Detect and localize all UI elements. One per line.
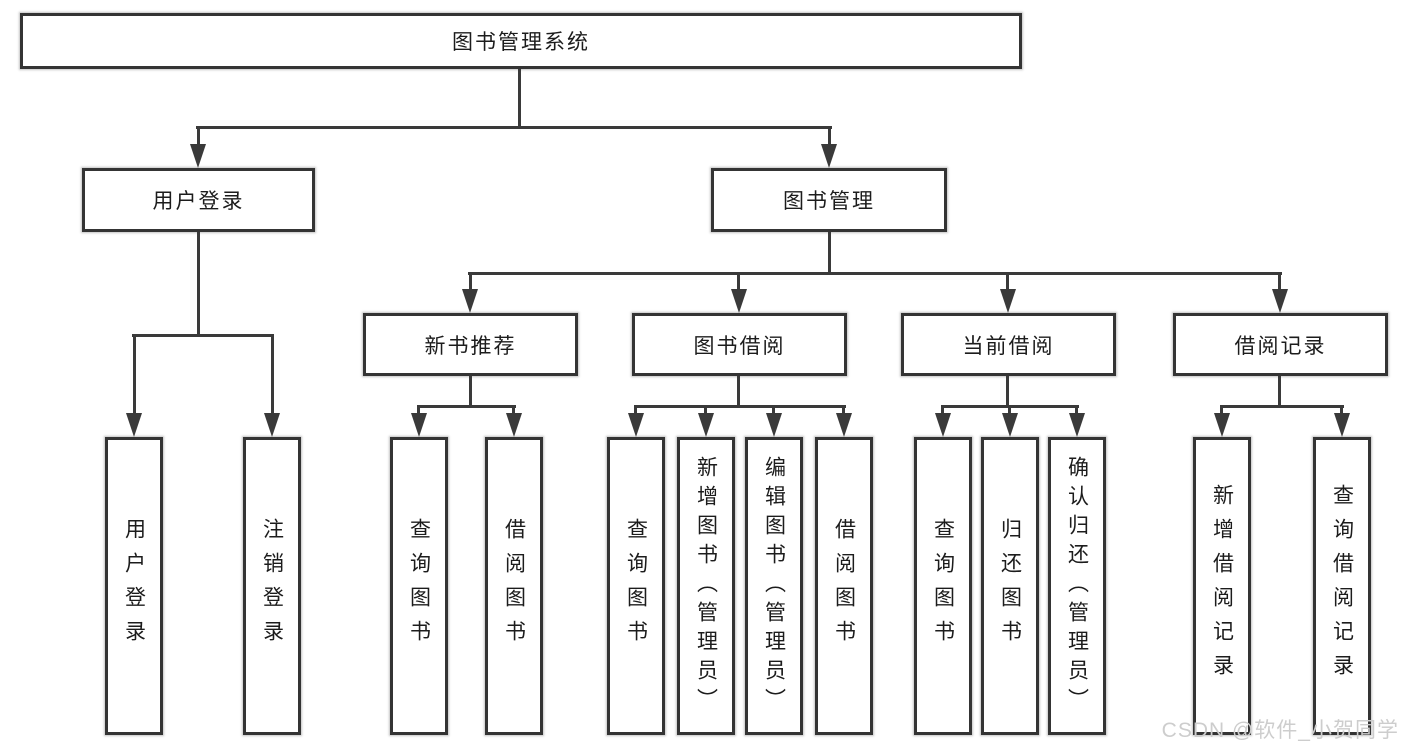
connector-drop-borrow-records — [1278, 272, 1281, 289]
arrowhead-query-borrow-record — [1334, 413, 1350, 437]
node-return-book: 归还图书 — [981, 437, 1039, 735]
connector-drop-book-management — [828, 126, 831, 144]
node-root-label: 图书管理系统 — [452, 31, 590, 54]
connector-drop-borrow-books-2 — [842, 405, 845, 413]
node-add-book-admin-label: 新增图书（管理员） — [694, 455, 718, 717]
connector-drop-query-books-3 — [941, 405, 944, 413]
node-new-book-recommend-label: 新书推荐 — [424, 334, 517, 358]
node-root: 图书管理系统 — [20, 13, 1022, 69]
arrowhead-borrow-books-1 — [506, 413, 522, 437]
connector-drop-query-books-2 — [634, 405, 637, 413]
connector-drop-login-leaf — [133, 334, 136, 413]
node-query-books-2: 查询图书 — [607, 437, 665, 735]
node-edit-book-admin-label: 编辑图书（管理员） — [762, 455, 786, 717]
connector-drop-add-borrow-record — [1220, 405, 1223, 413]
node-user-login: 用户登录 — [82, 168, 315, 232]
connector-drop-current-borrow — [1006, 272, 1009, 289]
node-borrow-books-2-label: 借阅图书 — [832, 518, 856, 654]
connector-user-login-stub — [197, 232, 200, 334]
connector-book-management-stub — [828, 232, 831, 272]
node-current-borrow-label: 当前借阅 — [962, 334, 1055, 358]
connector-drop-add-book — [704, 405, 707, 413]
connector-drop-new-book — [469, 272, 472, 289]
node-query-books-2-label: 查询图书 — [624, 518, 648, 654]
connector-drop-edit-book — [772, 405, 775, 413]
node-return-book-label: 归还图书 — [998, 518, 1022, 654]
arrowhead-current-borrow — [1000, 289, 1016, 313]
connector-book-borrow-stub — [737, 376, 740, 405]
node-borrow-books-2: 借阅图书 — [815, 437, 873, 735]
arrowhead-book-borrow — [731, 289, 747, 313]
arrowhead-add-book — [698, 413, 714, 437]
arrowhead-query-books-2 — [628, 413, 644, 437]
connector-root-stub — [518, 69, 521, 126]
node-user-login-label: 用户登录 — [152, 190, 245, 213]
node-borrow-books-1-label: 借阅图书 — [502, 518, 526, 654]
connector-drop-confirm-return — [1075, 405, 1078, 413]
node-borrow-books-1: 借阅图书 — [485, 437, 543, 735]
arrowhead-add-borrow-record — [1214, 413, 1230, 437]
node-add-borrow-record-label: 新增借阅记录 — [1210, 484, 1234, 688]
arrowhead-query-books-1 — [411, 413, 427, 437]
node-borrow-records: 借阅记录 — [1173, 313, 1388, 376]
arrowhead-return-book — [1002, 413, 1018, 437]
node-book-borrow: 图书借阅 — [632, 313, 847, 376]
node-confirm-return-admin-label: 确认归还（管理员） — [1065, 455, 1089, 717]
connector-root-bus — [196, 126, 832, 129]
arrowhead-book-management — [821, 144, 837, 168]
node-query-borrow-record-label: 查询借阅记录 — [1330, 484, 1354, 688]
node-query-books-1: 查询图书 — [390, 437, 448, 735]
node-logout-leaf: 注销登录 — [243, 437, 301, 735]
node-logout-leaf-label: 注销登录 — [260, 518, 284, 654]
node-book-management: 图书管理 — [711, 168, 947, 232]
connector-drop-return-book — [1008, 405, 1011, 413]
node-confirm-return-admin: 确认归还（管理员） — [1048, 437, 1106, 735]
node-edit-book-admin: 编辑图书（管理员） — [745, 437, 803, 735]
connector-borrow-records-stub — [1278, 376, 1281, 405]
node-book-borrow-label: 图书借阅 — [693, 334, 786, 358]
connector-drop-book-borrow — [737, 272, 740, 289]
node-user-login-leaf-label: 用户登录 — [122, 518, 146, 654]
connector-book-borrow-bus — [634, 405, 846, 408]
connector-drop-borrow-books-1 — [512, 405, 515, 413]
node-book-management-label: 图书管理 — [783, 190, 875, 213]
node-new-book-recommend: 新书推荐 — [363, 313, 578, 376]
node-borrow-records-label: 借阅记录 — [1234, 334, 1327, 358]
connector-drop-user-login — [197, 126, 200, 144]
csdn-watermark: CSDN @软件_小贺同学 — [1161, 719, 1399, 742]
connector-user-login-bus — [132, 334, 274, 337]
node-add-book-admin: 新增图书（管理员） — [677, 437, 735, 735]
arrowhead-login-leaf — [126, 413, 142, 437]
arrowhead-query-books-3 — [935, 413, 951, 437]
connector-book-management-bus — [468, 272, 1282, 275]
arrowhead-borrow-records — [1272, 289, 1288, 313]
connector-current-borrow-stub — [1006, 376, 1009, 405]
connector-drop-query-books-1 — [417, 405, 420, 413]
arrowhead-logout-leaf — [264, 413, 280, 437]
connector-new-book-bus — [417, 405, 516, 408]
node-query-books-3: 查询图书 — [914, 437, 972, 735]
arrowhead-user-login — [190, 144, 206, 168]
node-query-books-3-label: 查询图书 — [931, 518, 955, 654]
connector-borrow-records-bus — [1220, 405, 1344, 408]
node-add-borrow-record: 新增借阅记录 — [1193, 437, 1251, 735]
arrowhead-edit-book — [766, 413, 782, 437]
arrowhead-new-book — [462, 289, 478, 313]
node-query-books-1-label: 查询图书 — [407, 518, 431, 654]
node-user-login-leaf: 用户登录 — [105, 437, 163, 735]
node-query-borrow-record: 查询借阅记录 — [1313, 437, 1371, 735]
node-current-borrow: 当前借阅 — [901, 313, 1116, 376]
connector-drop-logout-leaf — [271, 334, 274, 413]
arrowhead-confirm-return — [1069, 413, 1085, 437]
connector-drop-query-borrow-record — [1340, 405, 1343, 413]
connector-new-book-stub — [469, 376, 472, 405]
arrowhead-borrow-books-2 — [836, 413, 852, 437]
